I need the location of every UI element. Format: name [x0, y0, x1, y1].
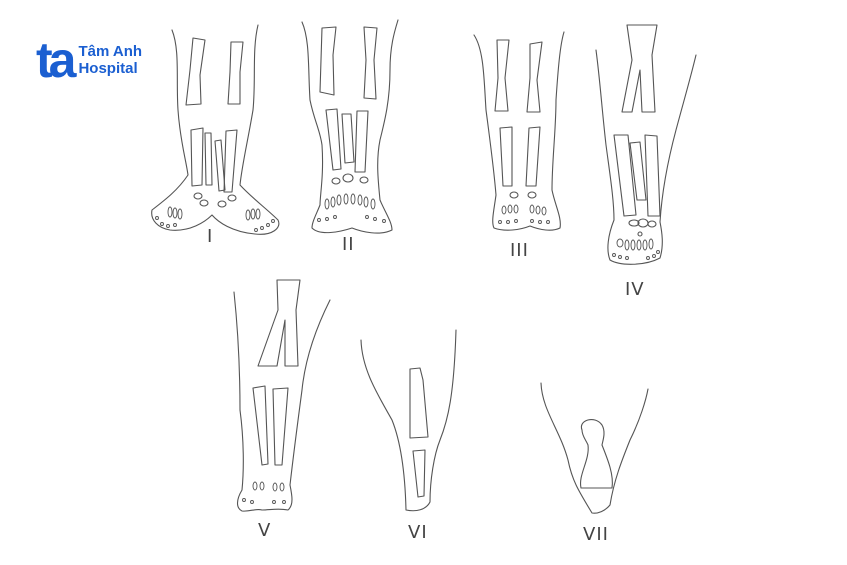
figure-3-illustration [473, 31, 565, 231]
hospital-logo: ta Tâm Anh Hospital [36, 32, 143, 88]
figure-6-illustration [360, 329, 457, 512]
figure-4-label: IV [625, 279, 645, 300]
figure-7-label: VII [583, 524, 609, 545]
figure-1-label: I [207, 226, 214, 247]
figure-6-label: VI [408, 522, 428, 543]
figure-1-illustration [151, 24, 280, 235]
figure-3-label: III [510, 240, 529, 261]
figure-2-label: II [342, 234, 355, 255]
logo-line-1: Tâm Anh [78, 42, 143, 60]
figure-2-illustration [301, 19, 399, 234]
figure-7-illustration [540, 382, 649, 514]
logo-line-2: Hospital [78, 59, 138, 77]
logo-text: Tâm Anh Hospital [78, 42, 143, 77]
logo-mark: ta [36, 32, 77, 88]
figure-5-illustration [233, 279, 331, 512]
figure-5-label: V [258, 520, 272, 541]
figure-4-illustration [595, 24, 697, 265]
